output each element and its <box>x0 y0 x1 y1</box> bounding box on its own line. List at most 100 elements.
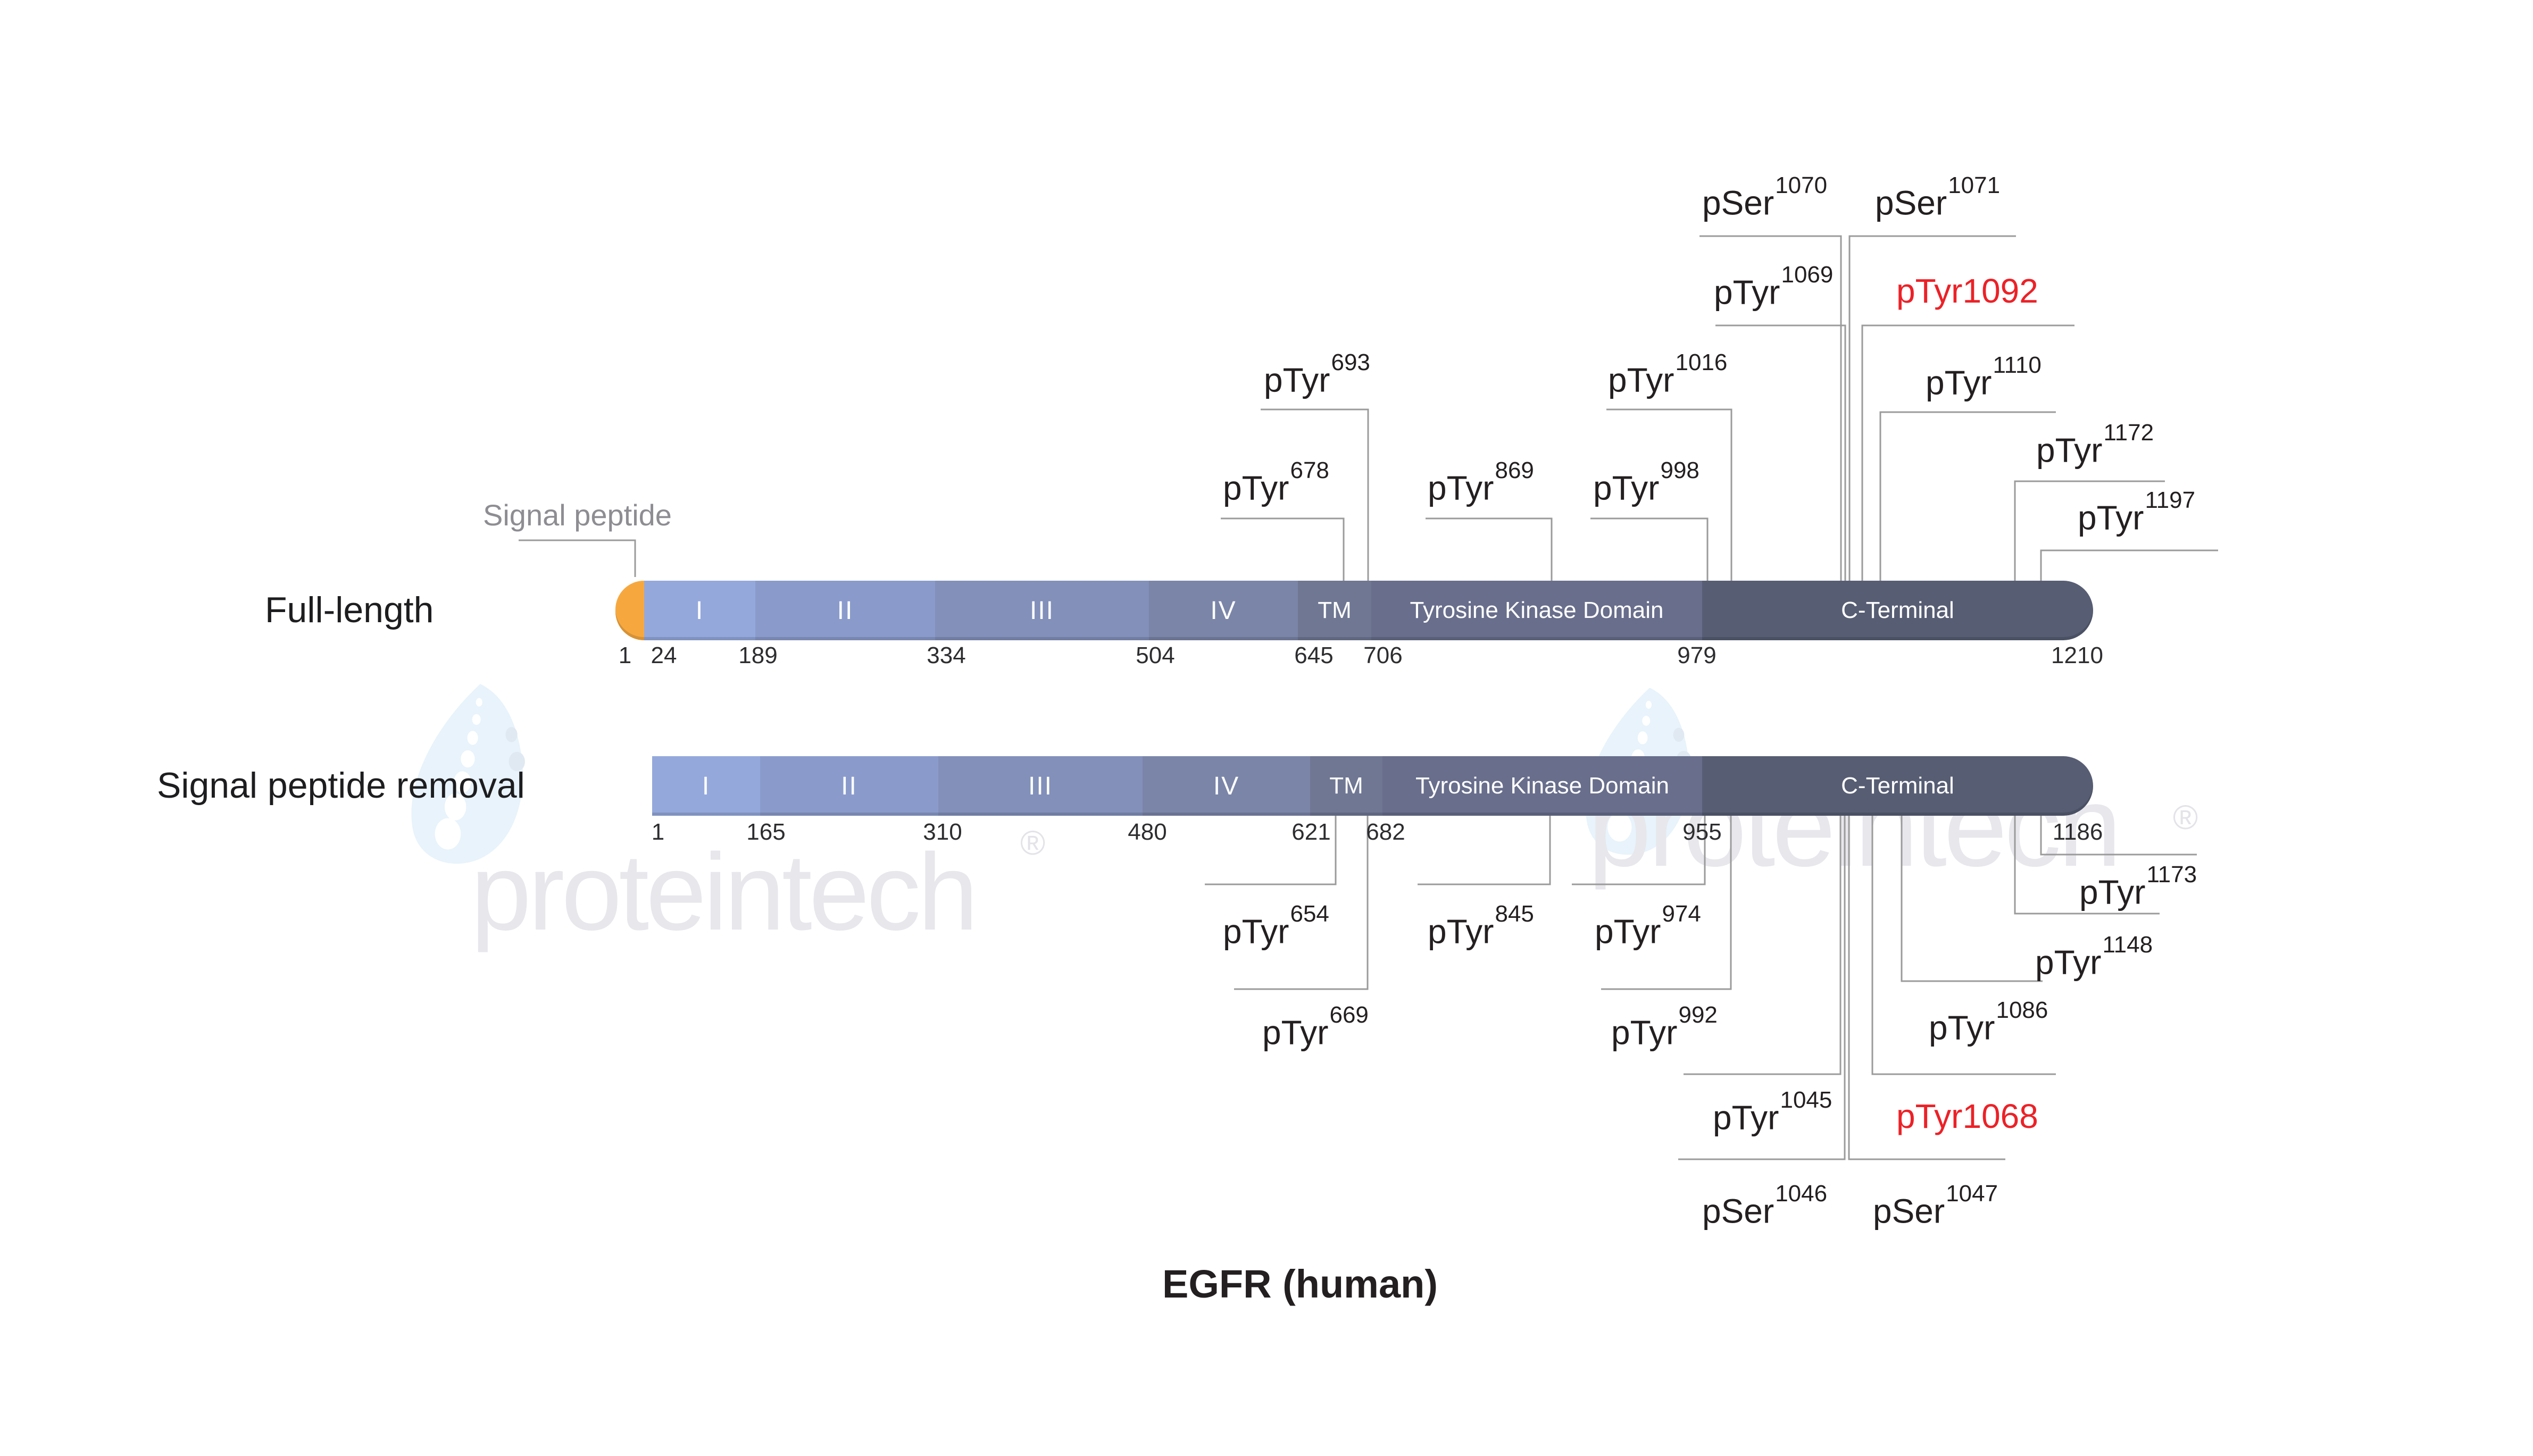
domain-I-label: I <box>695 596 704 625</box>
tick-proc-621: 621 <box>1292 819 1331 845</box>
leader-ptyr693 <box>1261 408 1369 581</box>
site-label-ptyr693: pTyr693 <box>1264 349 1370 399</box>
tick-proc-1186: 1186 <box>2052 819 2103 845</box>
leader-ptyr1172 <box>2014 480 2165 581</box>
leader-signal-peptide <box>519 539 636 577</box>
cterminal-segment-proc: C-Terminal <box>1702 756 2093 816</box>
proteintech-logo-watermark-left <box>411 684 525 864</box>
tick-full-189: 189 <box>738 642 778 668</box>
tick-full-979: 979 <box>1677 642 1717 668</box>
registered-mark-right: ® <box>2173 798 2198 836</box>
proteintech-watermark-text-left: proteintech <box>471 831 978 953</box>
tick-full-706: 706 <box>1363 642 1403 668</box>
leader-ptyr1197 <box>2040 549 2218 581</box>
domain-I-segment-full: I <box>644 581 755 640</box>
domain-II-segment-full: II <box>755 581 935 640</box>
leader-ptyr845 <box>1418 816 1551 885</box>
domain-II-label: II <box>837 596 854 625</box>
kinase-label: Tyrosine Kinase Domain <box>1415 773 1669 799</box>
site-label-ptyr1045: pTyr1045 <box>1713 1087 1832 1137</box>
domain-III-label: III <box>1029 596 1054 625</box>
domain-I-segment-proc: I <box>652 756 760 816</box>
domain-III-segment-proc: III <box>938 756 1143 816</box>
site-label-ptyr1173: pTyr1173 <box>2079 861 2197 911</box>
kinase-label: Tyrosine Kinase Domain <box>1410 597 1664 623</box>
leader-ptyr678 <box>1221 517 1345 581</box>
domain-IV-label: IV <box>1213 772 1240 800</box>
site-label-pser1070: pSer1070 <box>1702 172 1828 222</box>
full-length-bar: I II III IV TM Tyrosine Kinase Domain C-… <box>615 581 2093 640</box>
domain-IV-segment-full: IV <box>1149 581 1298 640</box>
site-label-ptyr1092-highlight: pTyr1092 <box>1896 272 2038 310</box>
tm-segment-proc: TM <box>1310 756 1382 816</box>
site-label-ptyr654: pTyr654 <box>1223 901 1329 951</box>
tick-proc-310: 310 <box>923 819 962 845</box>
cterminal-label: C-Terminal <box>1841 597 1954 623</box>
tick-proc-1: 1 <box>651 819 665 845</box>
signal-peptide-segment <box>615 581 644 640</box>
site-label-ptyr974: pTyr974 <box>1595 901 1701 951</box>
leader-ptyr1092 <box>1861 324 2074 581</box>
leader-ptyr869 <box>1426 517 1553 581</box>
site-label-ptyr869: pTyr869 <box>1428 457 1534 507</box>
tick-proc-165: 165 <box>746 819 786 845</box>
tm-label: TM <box>1318 597 1352 623</box>
signal-peptide-label: Signal peptide <box>483 498 672 532</box>
leader-ptyr654 <box>1205 816 1337 885</box>
site-label-ptyr845: pTyr845 <box>1428 901 1534 951</box>
tick-full-24: 24 <box>651 642 677 668</box>
leader-ptyr992 <box>1601 816 1732 990</box>
leader-ptyr669 <box>1234 816 1369 990</box>
leader-ptyr1110 <box>1879 411 2056 581</box>
domain-III-label: III <box>1028 772 1053 800</box>
tick-full-1210: 1210 <box>2051 642 2103 668</box>
leader-ptyr998 <box>1590 517 1709 581</box>
leader-ptyr1045 <box>1684 816 1842 1075</box>
leader-pser1070 <box>1699 235 1842 581</box>
signal-peptide-removal-row-label: Signal peptide removal <box>157 765 525 806</box>
kinase-segment-proc: Tyrosine Kinase Domain <box>1382 756 1702 816</box>
tm-segment-full: TM <box>1298 581 1371 640</box>
site-label-pser1047: pSer1047 <box>1873 1181 1998 1231</box>
leader-pser1071 <box>1848 235 2016 581</box>
site-label-ptyr1069: pTyr1069 <box>1714 262 1834 312</box>
leader-ptyr1068 <box>1871 816 2056 1075</box>
leader-pser1047 <box>1848 816 2005 1160</box>
tick-proc-682: 682 <box>1366 819 1405 845</box>
tick-full-1: 1 <box>618 642 632 668</box>
domain-IV-label: IV <box>1210 596 1237 625</box>
tick-full-504: 504 <box>1136 642 1175 668</box>
tick-full-334: 334 <box>927 642 966 668</box>
tick-full-645: 645 <box>1294 642 1334 668</box>
diagram-title: EGFR (human) <box>1162 1262 1438 1306</box>
tick-proc-480: 480 <box>1128 819 1167 845</box>
leader-ptyr974 <box>1572 816 1706 885</box>
kinase-segment-full: Tyrosine Kinase Domain <box>1371 581 1702 640</box>
domain-I-label: I <box>702 772 711 800</box>
site-label-ptyr1172: pTyr1172 <box>2036 420 2154 470</box>
site-label-pser1071: pSer1071 <box>1875 172 2001 222</box>
leader-ptyr1173 <box>2040 816 2197 856</box>
site-label-ptyr998: pTyr998 <box>1593 457 1699 507</box>
tm-label: TM <box>1329 773 1363 799</box>
site-label-ptyr1148: pTyr1148 <box>2035 932 2153 982</box>
domain-II-label: II <box>841 772 857 800</box>
registered-mark-left: ® <box>1020 824 1046 862</box>
domain-III-segment-full: III <box>935 581 1149 640</box>
site-label-ptyr669: pTyr669 <box>1262 1002 1369 1052</box>
site-label-ptyr1110: pTyr1110 <box>1926 352 2042 402</box>
leader-ptyr1069 <box>1715 324 1846 581</box>
site-label-ptyr1086: pTyr1086 <box>1929 997 2048 1047</box>
signal-peptide-removal-bar: I II III IV TM Tyrosine Kinase Domain C-… <box>652 756 2093 816</box>
full-length-row-label: Full-length <box>265 590 434 630</box>
leader-ptyr1148 <box>2014 816 2160 915</box>
site-label-pser1046: pSer1046 <box>1702 1181 1828 1231</box>
site-label-ptyr1016: pTyr1016 <box>1608 349 1728 399</box>
leader-pser1046 <box>1678 816 1846 1160</box>
site-label-ptyr1068-highlight: pTyr1068 <box>1896 1097 2038 1135</box>
cterminal-label: C-Terminal <box>1841 773 1954 799</box>
site-label-ptyr678: pTyr678 <box>1223 457 1329 507</box>
domain-IV-segment-proc: IV <box>1143 756 1310 816</box>
